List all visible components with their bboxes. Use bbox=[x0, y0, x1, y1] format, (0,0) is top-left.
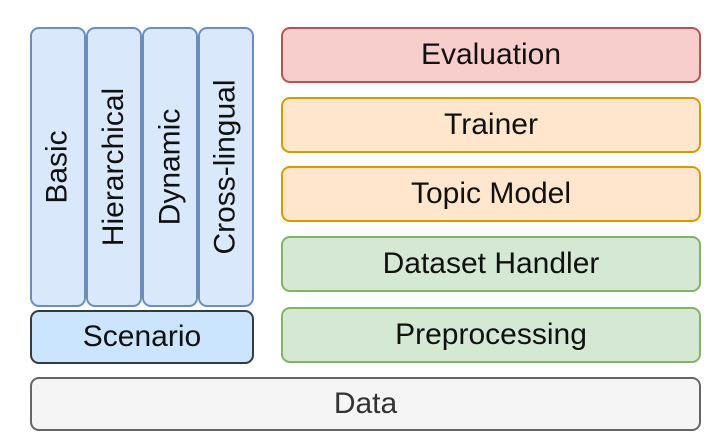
trainer-box: Trainer bbox=[281, 97, 701, 153]
preprocessing-label: Preprocessing bbox=[395, 318, 587, 351]
scenario-dynamic-box: Dynamic bbox=[142, 27, 198, 307]
scenario-basic-label: Basic bbox=[41, 130, 75, 204]
scenario-hierarchical-label: Hierarchical bbox=[97, 87, 131, 247]
scenario-hierarchical-box: Hierarchical bbox=[86, 27, 142, 307]
scenario-basic-box: Basic bbox=[30, 27, 86, 307]
topic-model-label: Topic Model bbox=[410, 177, 572, 210]
scenario-cross-lingual-label: Cross-lingual bbox=[209, 79, 243, 255]
data-box: Data bbox=[30, 377, 701, 431]
trainer-label: Trainer bbox=[444, 108, 538, 141]
scenario-dynamic-label: Dynamic bbox=[153, 108, 187, 226]
dataset-handler-box: Dataset Handler bbox=[281, 236, 701, 292]
data-label: Data bbox=[333, 387, 398, 420]
evaluation-label: Evaluation bbox=[420, 38, 562, 71]
scenario-box: Scenario bbox=[30, 310, 254, 364]
evaluation-box: Evaluation bbox=[281, 27, 701, 83]
preprocessing-box: Preprocessing bbox=[281, 307, 701, 363]
scenario-cross-lingual-box: Cross-lingual bbox=[198, 27, 254, 307]
scenario-label: Scenario bbox=[82, 320, 202, 353]
topic-model-box: Topic Model bbox=[281, 166, 701, 222]
dataset-handler-label: Dataset Handler bbox=[382, 247, 600, 280]
